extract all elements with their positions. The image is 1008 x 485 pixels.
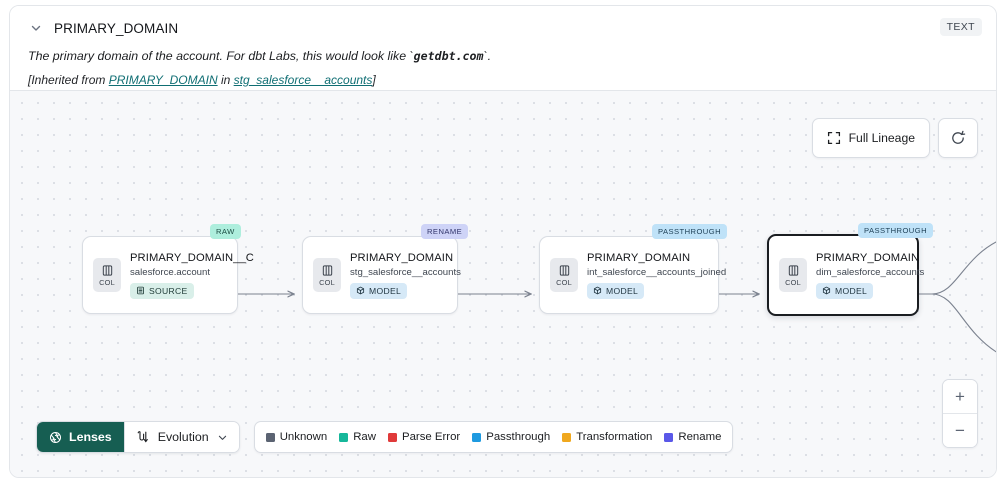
col-chip-label: COL xyxy=(556,277,572,287)
column-description: The primary domain of the account. For d… xyxy=(28,49,980,65)
legend-label: Passthrough xyxy=(486,431,551,443)
inherited-mid: in xyxy=(217,72,234,87)
node-title: PRIMARY_DOMAIN__C xyxy=(130,251,254,264)
node-subtitle: stg_salesforce__accounts xyxy=(350,266,461,278)
node-kind-badge: MODEL xyxy=(587,282,645,299)
node-subtitle: dim_salesforce_accounts xyxy=(816,266,925,278)
title-row: PRIMARY_DOMAIN xyxy=(28,16,980,40)
lineage-node-1[interactable]: COL PRIMARY_DOMAIN__C salesforce.account… xyxy=(82,236,254,314)
node-tag-rename: RENAME xyxy=(421,224,469,239)
database-icon xyxy=(137,286,144,295)
node-kind-label: SOURCE xyxy=(149,285,188,296)
node-title: PRIMARY_DOMAIN xyxy=(587,251,691,264)
chevron-down-icon[interactable] xyxy=(28,20,44,36)
column-icon: COL xyxy=(779,258,807,292)
inherited-column-link[interactable]: PRIMARY_DOMAIN xyxy=(108,72,218,87)
cube-icon xyxy=(356,286,365,295)
legend-item[interactable]: Raw xyxy=(339,431,376,443)
panel-header: PRIMARY_DOMAIN TEXT The primary domain o… xyxy=(10,6,996,90)
canvas-bottom-bar: Lenses Evolution Unknown Raw Parse Error Pa… xyxy=(36,421,734,453)
node-tag-passthrough: PASSTHROUGH xyxy=(652,224,728,239)
node-tag-raw: RAW xyxy=(210,224,241,239)
node-subtitle: int_salesforce__accounts_joined xyxy=(587,266,727,278)
cube-icon xyxy=(822,286,831,295)
evolution-dropdown[interactable]: Evolution xyxy=(123,422,239,452)
evolution-label: Evolution xyxy=(157,430,209,444)
node-kind-label: MODEL xyxy=(606,285,639,296)
full-lineage-label: Full Lineage xyxy=(848,131,915,145)
legend-label: Raw xyxy=(353,431,376,443)
legend-swatch xyxy=(339,432,349,442)
node-kind-label: MODEL xyxy=(835,285,868,296)
legend-swatch xyxy=(562,432,572,442)
canvas-top-controls: Full Lineage xyxy=(811,118,978,158)
legend-swatch xyxy=(664,432,674,442)
inherited-model-link[interactable]: stg_salesforce__accounts xyxy=(233,72,373,87)
lineage-legend: Unknown Raw Parse Error Passthrough Transfor… xyxy=(253,421,734,453)
node-kind-badge: SOURCE xyxy=(130,282,194,299)
lenses-label: Lenses xyxy=(69,430,112,444)
inherited-close: ] xyxy=(372,72,376,87)
node-title: PRIMARY_DOMAIN xyxy=(816,251,920,264)
col-chip-label: COL xyxy=(319,277,335,287)
inherited-note: [Inherited from PRIMARY_DOMAIN in stg_sa… xyxy=(28,73,980,87)
refresh-button[interactable] xyxy=(938,118,978,158)
legend-item[interactable]: Rename xyxy=(664,431,721,443)
node-kind-label: MODEL xyxy=(369,285,402,296)
legend-item[interactable]: Unknown xyxy=(265,431,328,443)
zoom-in-button[interactable]: + xyxy=(943,380,977,413)
header-divider xyxy=(10,90,996,91)
inherited-open: [Inherited from xyxy=(28,72,109,87)
node-title: PRIMARY_DOMAIN xyxy=(350,251,454,264)
col-chip-label: COL xyxy=(99,277,115,287)
column-icon: COL xyxy=(550,258,578,292)
cube-icon xyxy=(593,286,602,295)
node-body: PRIMARY_DOMAIN__C salesforce.account SOU… xyxy=(130,252,254,299)
description-suffix: `. xyxy=(483,49,492,63)
column-type-badge: TEXT xyxy=(939,18,982,36)
chevron-down-icon xyxy=(218,435,226,440)
legend-label: Unknown xyxy=(279,431,328,443)
legend-swatch xyxy=(472,432,482,442)
node-tag-passthrough-selected: PASSTHROUGH xyxy=(858,223,934,238)
column-icon: COL xyxy=(313,258,341,292)
legend-item[interactable]: Parse Error xyxy=(387,431,461,443)
lineage-node-2[interactable]: COL PRIMARY_DOMAIN stg_salesforce__accou… xyxy=(302,236,461,314)
legend-item[interactable]: Transformation xyxy=(562,431,652,443)
legend-swatch xyxy=(265,432,275,442)
column-icon: COL xyxy=(93,258,121,292)
lineage-edges xyxy=(237,241,996,353)
lenses-button[interactable]: Lenses xyxy=(37,422,124,452)
lineage-node-3[interactable]: COL PRIMARY_DOMAIN int_salesforce__accou… xyxy=(539,236,726,314)
expand-icon xyxy=(827,131,840,145)
zoom-out-button[interactable]: − xyxy=(943,413,977,447)
lineage-node-4-selected[interactable]: COL PRIMARY_DOMAIN dim_salesforce_accoun… xyxy=(767,234,924,316)
legend-label: Parse Error xyxy=(401,431,461,443)
page-title: PRIMARY_DOMAIN xyxy=(54,20,179,36)
node-kind-badge: MODEL xyxy=(816,282,874,299)
evolution-icon xyxy=(137,431,148,443)
node-body: PRIMARY_DOMAIN int_salesforce__accounts_… xyxy=(587,252,726,299)
node-subtitle: salesforce.account xyxy=(130,266,210,278)
aperture-icon xyxy=(49,431,62,443)
zoom-controls: + − xyxy=(942,379,978,448)
node-kind-badge: MODEL xyxy=(350,282,408,299)
column-detail-panel: PRIMARY_DOMAIN TEXT The primary domain o… xyxy=(9,5,997,478)
full-lineage-button[interactable]: Full Lineage xyxy=(811,118,930,158)
legend-swatch xyxy=(387,432,397,442)
node-body: PRIMARY_DOMAIN dim_salesforce_accounts M… xyxy=(816,252,924,299)
node-body: PRIMARY_DOMAIN stg_salesforce__accounts … xyxy=(350,252,461,299)
legend-item[interactable]: Passthrough xyxy=(472,431,550,443)
col-chip-label: COL xyxy=(785,277,801,287)
description-prefix: The primary domain of the account. For d… xyxy=(28,49,414,63)
lineage-canvas[interactable]: RAW COL PRIMARY_DOMAIN__C salesforce.acc… xyxy=(10,91,996,477)
legend-label: Rename xyxy=(678,431,722,443)
legend-label: Transformation xyxy=(576,431,653,443)
refresh-icon xyxy=(952,130,966,144)
description-code: getdbt.com xyxy=(413,49,484,63)
lenses-evolution-group: Lenses Evolution xyxy=(36,421,240,453)
